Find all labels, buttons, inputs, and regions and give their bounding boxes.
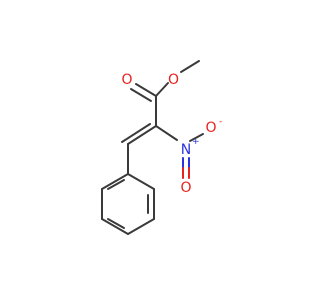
nitro-oxygen-charge: - xyxy=(219,117,222,127)
bond-nitro-n-o-single xyxy=(189,133,204,142)
atom-nitro-oxygen-single: O xyxy=(205,120,216,136)
ring-inner-bond-2 xyxy=(107,218,125,229)
ring-bond-3 xyxy=(127,218,155,235)
bond-methyl-c-o xyxy=(180,60,200,73)
bond-alpha-beta-2 xyxy=(121,123,151,143)
nitro-nitrogen-charge: + xyxy=(192,137,200,147)
molecule-structure: O O N + O - O xyxy=(101,60,222,235)
ring-bond-1 xyxy=(127,173,155,190)
atom-ester-oxygen: O xyxy=(168,72,179,88)
bond-alpha-beta-1 xyxy=(127,125,157,145)
bond-carbonyl-c-o-2 xyxy=(130,88,152,102)
atom-nitro-oxygen-double: O xyxy=(180,180,191,196)
ring-bond-4 xyxy=(101,218,129,235)
ring-inner-bond-3 xyxy=(107,179,125,190)
atom-nitro-nitrogen: N xyxy=(181,142,191,158)
bond-alpha-c-nitro-n xyxy=(155,125,178,141)
atom-carbonyl-oxygen: O xyxy=(121,72,132,88)
bond-carbonyl-c-o-1 xyxy=(135,83,157,97)
bond-ester-o-c xyxy=(155,82,169,97)
ring-bond-6 xyxy=(101,173,129,190)
